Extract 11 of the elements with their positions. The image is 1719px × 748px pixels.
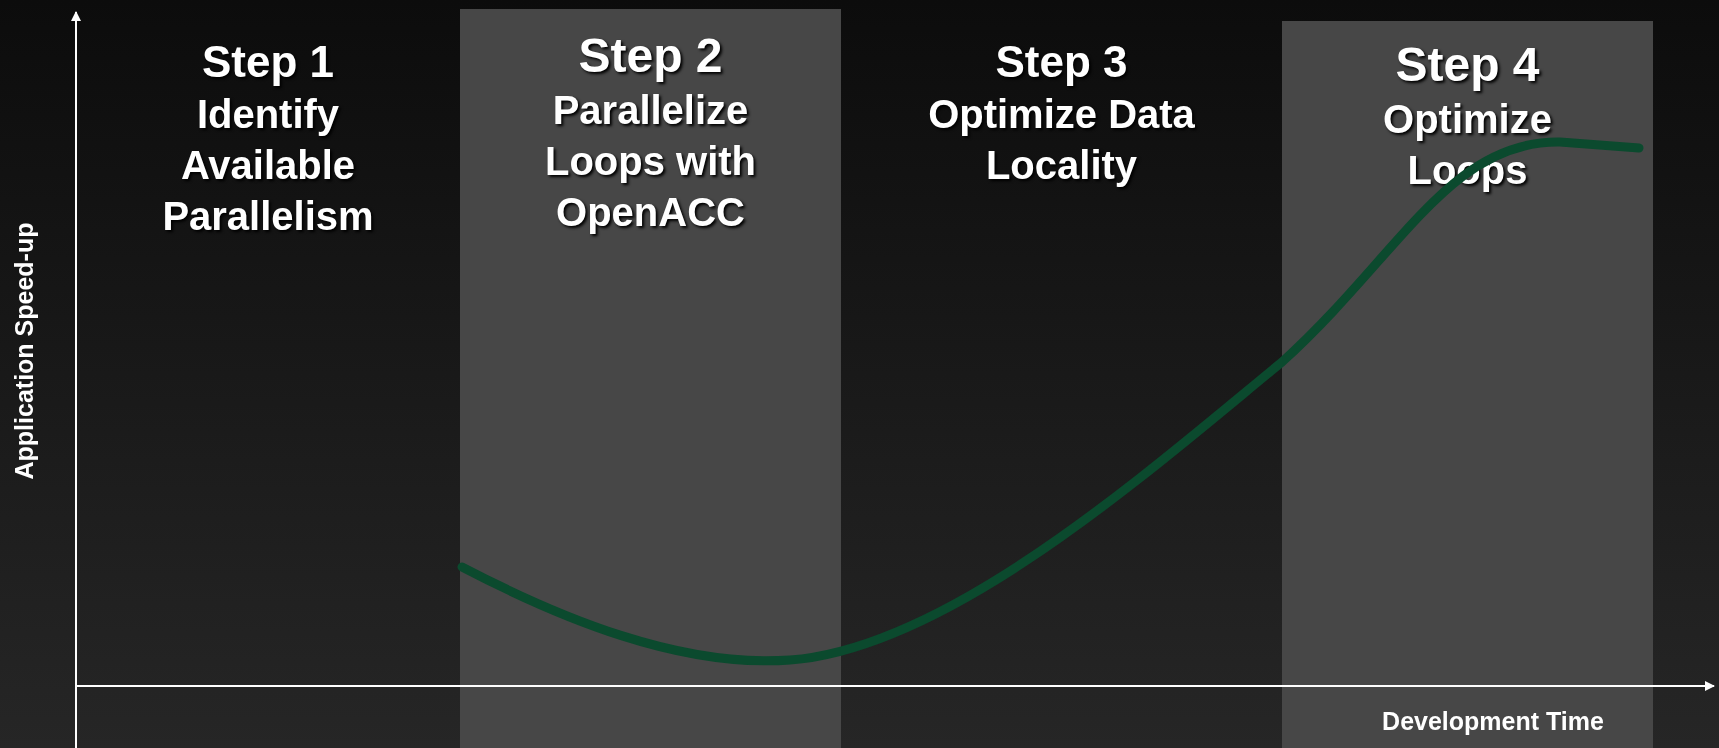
step-title: Optimize Data Locality bbox=[927, 90, 1196, 189]
y-axis-label: Application Speed-up bbox=[9, 222, 39, 480]
step-heading: Step 3 bbox=[995, 36, 1128, 88]
step-heading: Step 4 bbox=[1395, 37, 1540, 93]
step-heading: Step 2 bbox=[578, 28, 723, 84]
column-band bbox=[460, 9, 841, 748]
step-title: Identify Available Parallelism bbox=[161, 90, 375, 241]
column-band bbox=[1282, 21, 1653, 748]
x-axis-label: Development Time bbox=[1382, 706, 1604, 736]
step-title: Parallelize Loops with OpenACC bbox=[543, 86, 758, 236]
step-heading: Step 1 bbox=[201, 36, 334, 88]
